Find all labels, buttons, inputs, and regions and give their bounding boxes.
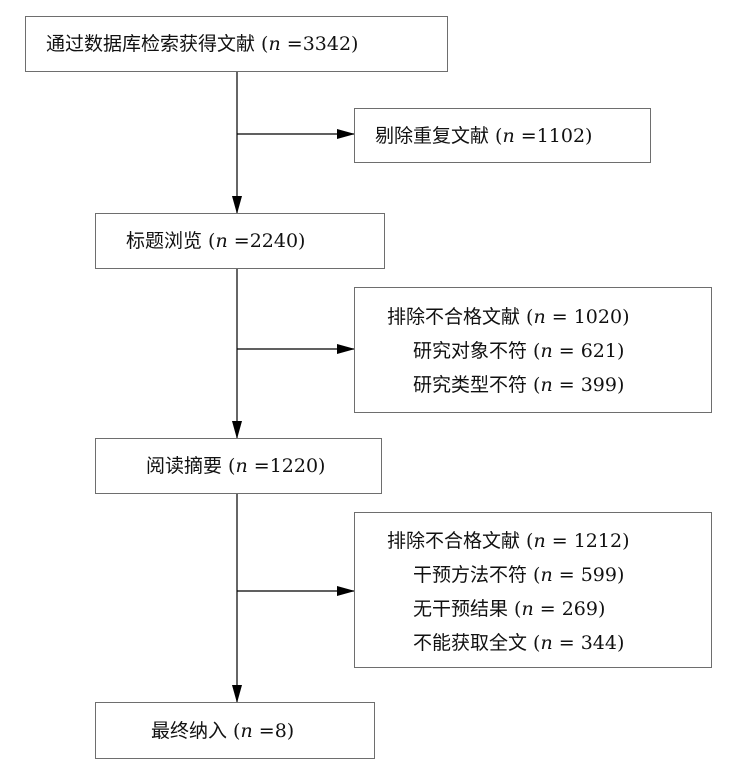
box-final-inclusion: 最终纳入 (n = 8) [95, 702, 375, 759]
exclude-title-reason: 研究类型不符 (n = 399) [413, 374, 625, 396]
exclude-abstract-header-count: 1212 [573, 530, 623, 552]
box-exclude-abstract: 排除不合格文献 (n = 1212) 干预方法不符 (n = 599) 无干预结… [354, 512, 712, 668]
box-title-screening-count: 2240 [249, 230, 299, 252]
box-title-screening: 标题浏览 (n = 2240) [95, 213, 385, 269]
exclude-abstract-reason-label: 无干预结果 [413, 598, 509, 620]
exclude-abstract-reason-label: 干预方法不符 [413, 564, 528, 586]
box-abstract-reading: 阅读摘要 (n = 1220) [95, 438, 382, 494]
exclude-title-reason: 研究对象不符 (n = 621) [413, 340, 625, 362]
exclude-abstract-reason: 不能获取全文 (n = 344) [413, 632, 625, 654]
box-title-screening-label: 标题浏览 [126, 230, 203, 252]
exclude-title-reason-count: 621 [580, 340, 617, 362]
exclude-title-header-label: 排除不合格文献 [387, 306, 521, 328]
box-database-search-count: 3342 [302, 33, 352, 55]
box-abstract-reading-label: 阅读摘要 [146, 455, 223, 477]
exclude-title-reason-label: 研究类型不符 [413, 374, 528, 396]
box-final-inclusion-label: 最终纳入 [151, 719, 228, 742]
box-exclude-duplicates-label: 剔除重复文献 [375, 124, 490, 147]
exclude-abstract-reason: 干预方法不符 (n = 599) [413, 564, 625, 586]
box-exclude-duplicates: 剔除重复文献 (n = 1102) [354, 108, 651, 163]
exclude-abstract-reason-label: 不能获取全文 [413, 632, 528, 654]
exclude-abstract-header-label: 排除不合格文献 [387, 530, 521, 552]
exclude-abstract-reason-count: 269 [561, 598, 598, 620]
box-database-search: 通过数据库检索获得文献 (n = 3342) [25, 16, 448, 72]
exclude-abstract-header: 排除不合格文献 (n = 1212) [387, 530, 630, 552]
exclude-title-header-count: 1020 [573, 306, 623, 328]
box-exclude-duplicates-count: 1102 [536, 124, 586, 147]
box-final-inclusion-count: 8 [274, 719, 287, 742]
box-database-search-label: 通过数据库检索获得文献 [46, 33, 256, 55]
exclude-abstract-reason-count: 344 [580, 632, 617, 654]
exclude-title-reason-count: 399 [580, 374, 617, 396]
exclude-abstract-reason: 无干预结果 (n = 269) [413, 598, 606, 620]
box-exclude-title: 排除不合格文献 (n = 1020) 研究对象不符 (n = 621) 研究类型… [354, 287, 712, 413]
exclude-title-reason-label: 研究对象不符 [413, 340, 528, 362]
box-abstract-reading-count: 1220 [269, 455, 319, 477]
exclude-title-header: 排除不合格文献 (n = 1020) [387, 306, 630, 328]
exclude-abstract-reason-count: 599 [580, 564, 617, 586]
